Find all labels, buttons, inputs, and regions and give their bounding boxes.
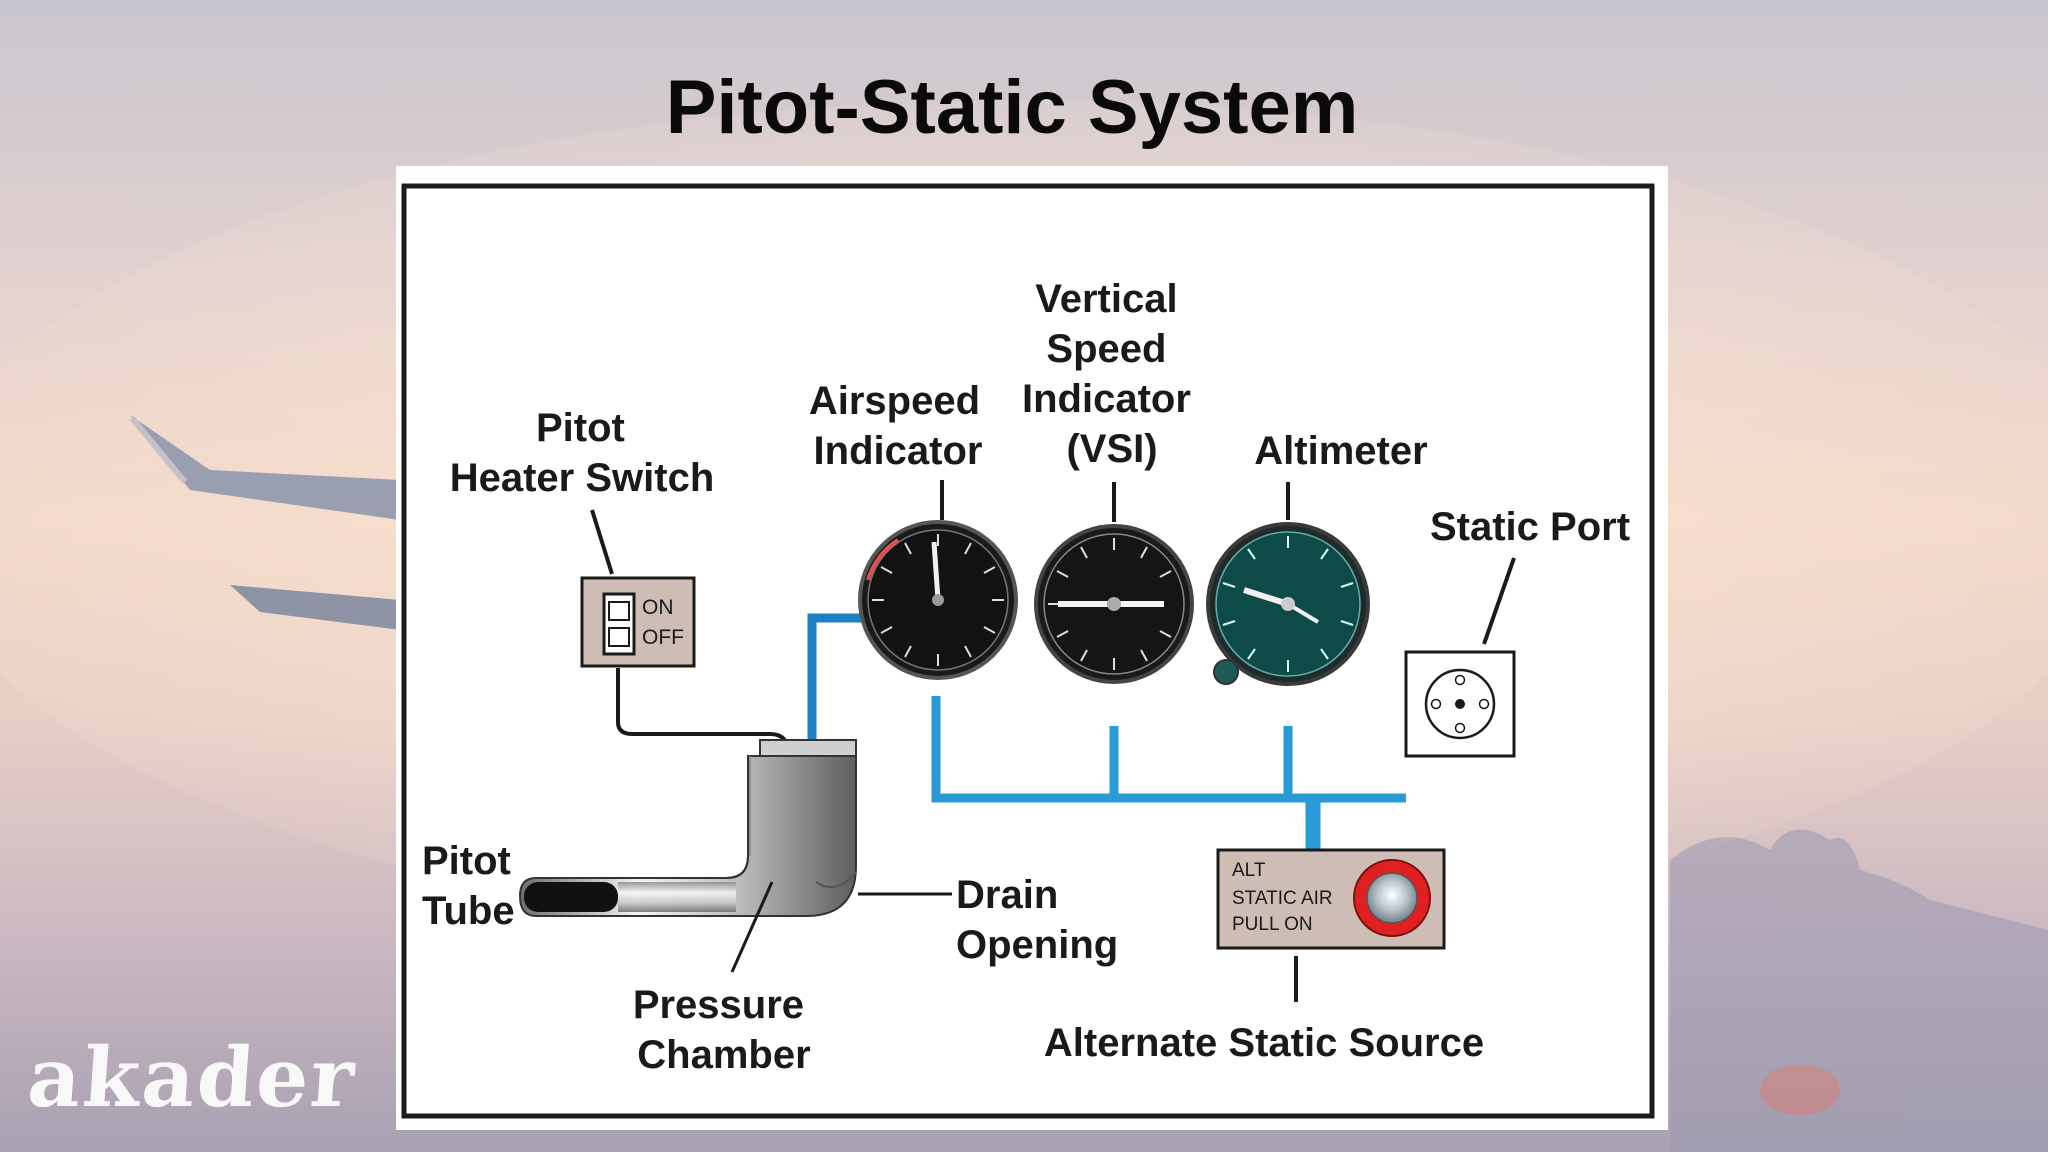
label-alternate-static-source: Alternate Static Source xyxy=(1044,1021,1484,1065)
vsi-gauge-icon xyxy=(1034,524,1194,684)
alt-static-line3: PULL ON xyxy=(1232,914,1313,935)
pitot-static-diagram: ON OFF Pitot Heater Switch xyxy=(401,183,1655,1119)
label-drain-opening: Drain Opening xyxy=(956,873,1118,967)
label-pitot-tube: Pitot Tube xyxy=(422,839,522,933)
label-pitot-heater-switch: Pitot Heater Switch xyxy=(450,406,715,500)
switch-on-label: ON xyxy=(642,596,674,619)
pitot-pressure-line xyxy=(807,613,874,740)
airspeed-gauge-icon xyxy=(858,520,1018,680)
leader-line xyxy=(1482,557,1516,645)
label-vsi: Vertical Speed Indicator (VSI) xyxy=(1022,277,1202,471)
label-altimeter: Altimeter xyxy=(1254,429,1427,473)
label-static-port: Static Port xyxy=(1430,505,1630,549)
diagram-panel: ON OFF Pitot Heater Switch xyxy=(396,166,1668,1130)
leader-line xyxy=(730,881,774,973)
pitot-tube-icon xyxy=(518,739,857,917)
cloud-silhouette-icon xyxy=(1670,829,2048,1152)
switch-off-label: OFF xyxy=(642,626,684,649)
label-pressure-chamber: Pressure Chamber xyxy=(633,983,815,1077)
static-port-icon xyxy=(1404,650,1516,758)
aircraft-wing-icon xyxy=(129,415,400,630)
toggle-switch-icon[interactable] xyxy=(602,592,636,656)
leader-line xyxy=(590,509,614,575)
altimeter-gauge-icon xyxy=(1206,522,1370,686)
alternate-static-panel[interactable]: ALT STATIC AIR PULL ON xyxy=(1216,848,1446,950)
pitot-heater-switch[interactable]: ON OFF xyxy=(580,576,696,668)
watermark-logo: akader xyxy=(24,1030,360,1126)
static-manifold xyxy=(931,698,1406,803)
alt-static-line1: ALT xyxy=(1232,860,1266,881)
alt-static-line2: STATIC AIR xyxy=(1232,888,1333,909)
slide-title: Pitot-Static System xyxy=(665,65,1359,150)
pull-knob-icon[interactable] xyxy=(1353,859,1431,937)
label-airspeed-indicator: Airspeed Indicator xyxy=(809,379,991,473)
